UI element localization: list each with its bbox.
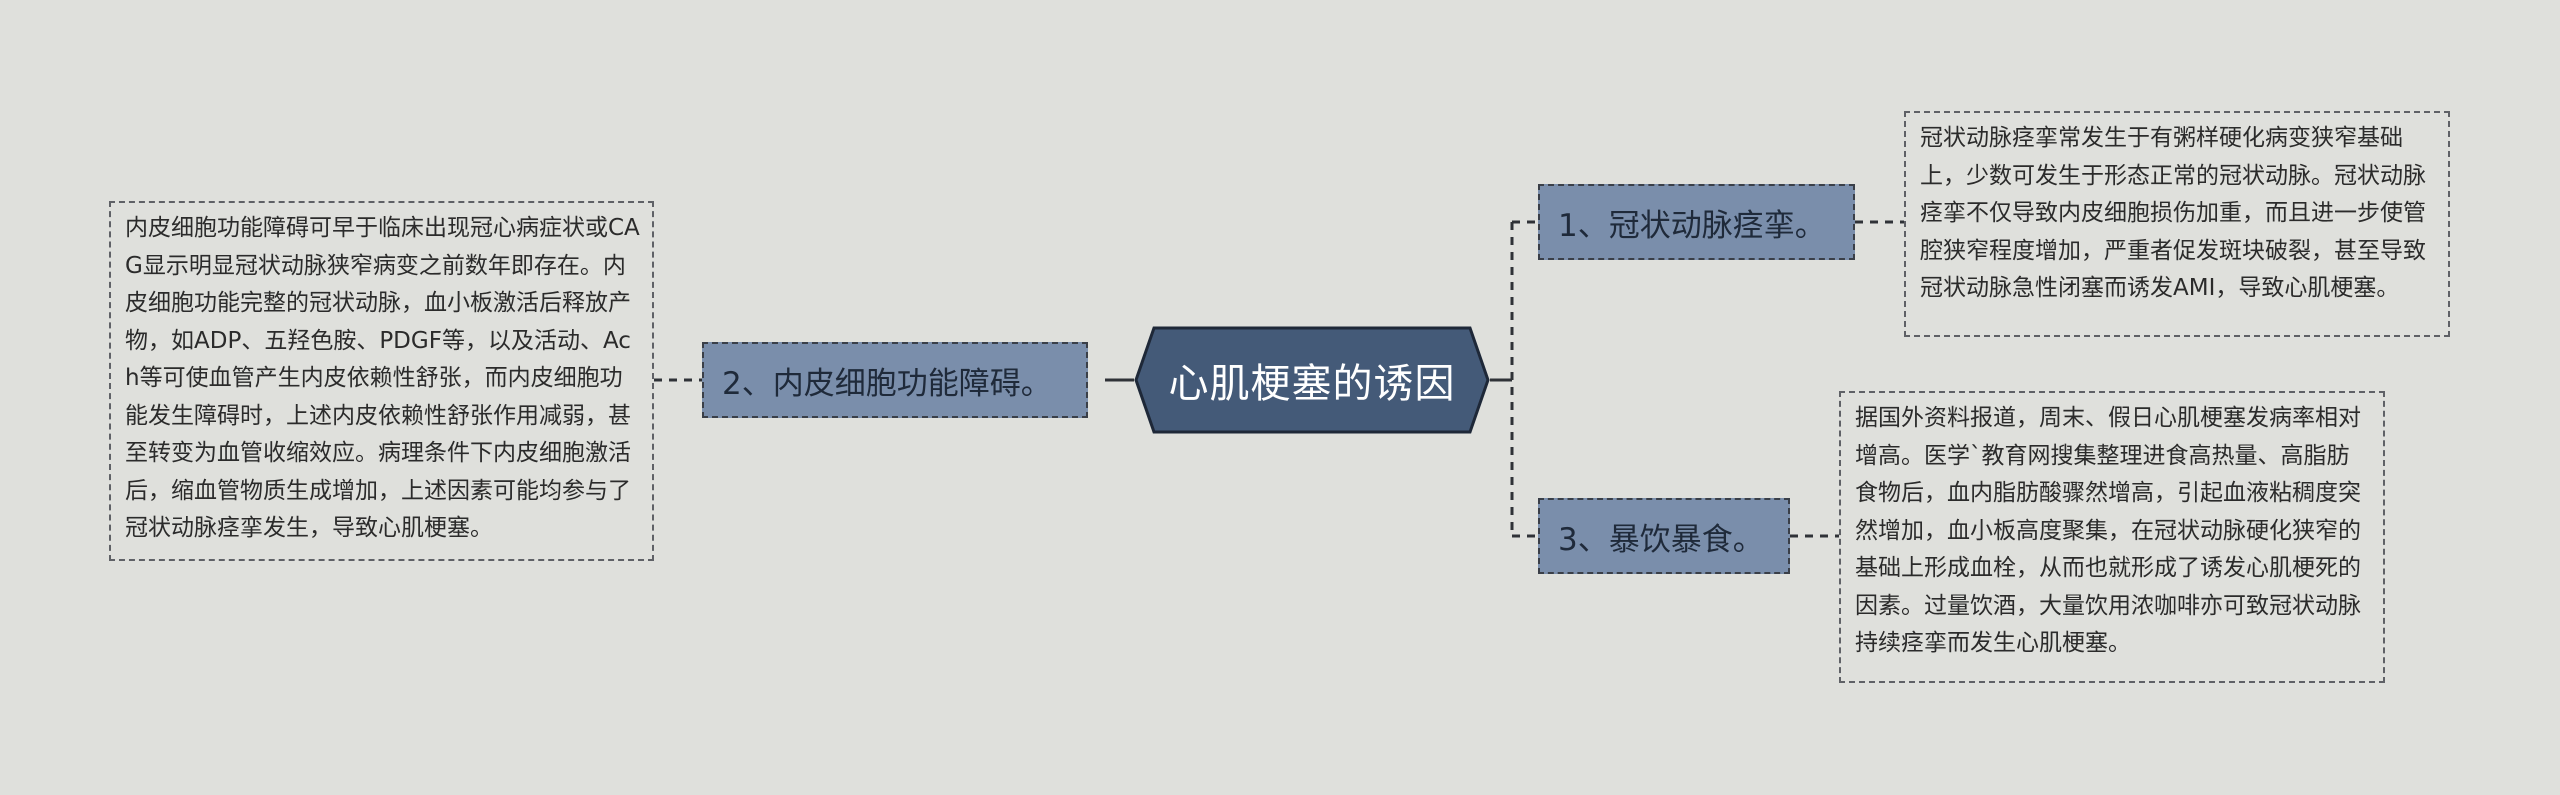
topic-endothelial-dysfunction[interactable]: 2、内皮细胞功能障碍。 [702, 342, 1088, 418]
topic-endothelial-dysfunction-label: 2、内皮细胞功能障碍。 [722, 365, 1052, 402]
note-endothelial-dysfunction: 内皮细胞功能障碍可早于临床出现冠心病症状或CAG显示明显冠状动脉狭窄病变之前数年… [109, 201, 654, 561]
central-topic-title: 心肌梗塞的诱因 [1168, 361, 1456, 407]
note-coronary-spasm: 冠状动脉痉挛常发生于有粥样硬化病变狭窄基础上，少数可发生于形态正常的冠状动脉。冠… [1904, 111, 2450, 337]
topic-overeating-label: 3、暴饮暴食。 [1558, 521, 1764, 558]
topic-coronary-spasm-label: 1、冠状动脉痉挛。 [1558, 207, 1826, 244]
central-topic-shape [1134, 326, 1490, 434]
central-topic[interactable]: 心肌梗塞的诱因 [1134, 326, 1490, 434]
topic-overeating[interactable]: 3、暴饮暴食。 [1538, 498, 1790, 574]
note-overeating: 据国外资料报道，周末、假日心肌梗塞发病率相对增高。医学`教育网搜集整理进食高热量… [1839, 391, 2385, 683]
topic-coronary-spasm[interactable]: 1、冠状动脉痉挛。 [1538, 184, 1855, 260]
